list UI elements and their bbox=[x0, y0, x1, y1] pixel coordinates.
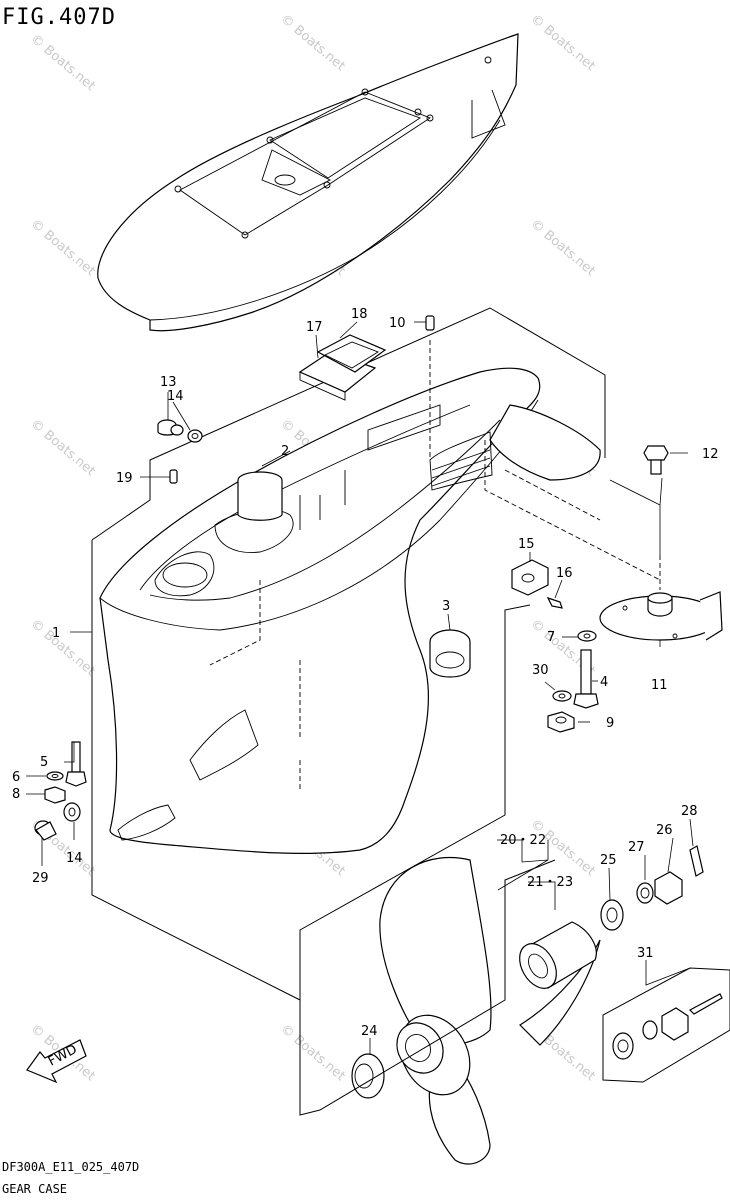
nut-8 bbox=[44, 786, 66, 804]
callout-11: 11 bbox=[651, 678, 668, 693]
bracket-15 bbox=[511, 559, 549, 596]
callout-5: 5 bbox=[40, 755, 48, 770]
kit-31 bbox=[602, 967, 730, 1083]
callout-31: 31 bbox=[637, 946, 654, 961]
washer-14 bbox=[187, 429, 203, 443]
callout-15: 15 bbox=[518, 537, 535, 552]
footer-code: DF300A_E11_025_407D bbox=[2, 1160, 139, 1174]
callout-14b: 14 bbox=[66, 851, 83, 866]
callout-21-23: 21・23 bbox=[527, 875, 573, 890]
callout-12: 12 bbox=[702, 447, 719, 462]
washer-14b bbox=[63, 802, 81, 822]
washer-7 bbox=[577, 630, 597, 642]
callout-2: 2 bbox=[281, 444, 289, 459]
callout-16: 16 bbox=[556, 566, 573, 581]
cotter-pin-28 bbox=[689, 845, 704, 877]
nut-26 bbox=[654, 871, 683, 905]
bushing-21-23 bbox=[519, 921, 597, 989]
watermark: © Boats.net bbox=[27, 217, 97, 279]
callout-29: 29 bbox=[32, 871, 49, 886]
plug-13 bbox=[157, 419, 184, 436]
watermark: © Boats.net bbox=[27, 32, 97, 94]
plate-18 bbox=[316, 334, 387, 373]
watermark: © Boats.net bbox=[27, 417, 97, 479]
watermark: © Boats.net bbox=[277, 12, 347, 74]
footer-name: GEAR CASE bbox=[2, 1182, 67, 1196]
watermark: © Boats.net bbox=[277, 1022, 347, 1084]
gear-case-body bbox=[99, 367, 601, 854]
callout-14a: 14 bbox=[167, 389, 184, 404]
callout-8: 8 bbox=[12, 787, 20, 802]
figure-title: FIG.407D bbox=[2, 5, 116, 30]
propeller-kit-frame bbox=[299, 859, 556, 1116]
washer-25 bbox=[600, 899, 624, 931]
callout-3: 3 bbox=[442, 599, 450, 614]
callout-25: 25 bbox=[600, 853, 617, 868]
hidden-line bbox=[484, 440, 661, 581]
washer-27 bbox=[636, 882, 654, 904]
callout-13: 13 bbox=[160, 375, 177, 390]
anode-11 bbox=[599, 591, 723, 641]
callout-9: 9 bbox=[606, 716, 614, 731]
watermark: © Boats.net bbox=[527, 12, 597, 74]
watermark: © Boats.net bbox=[527, 217, 597, 279]
callout-27: 27 bbox=[628, 840, 645, 855]
bolt-4 bbox=[573, 649, 599, 709]
bolt-12 bbox=[643, 445, 669, 475]
spacer-24 bbox=[351, 1053, 385, 1099]
callout-17: 17 bbox=[306, 320, 323, 335]
hidden-line bbox=[209, 580, 261, 666]
gear-case-assembly-frame bbox=[91, 540, 531, 1001]
callout-20-22: 20・22 bbox=[500, 833, 546, 848]
pin-10 bbox=[425, 315, 435, 331]
gear-case-top-cover bbox=[97, 33, 519, 332]
callout-1: 1 bbox=[52, 626, 60, 641]
callout-28: 28 bbox=[681, 804, 698, 819]
nut-9 bbox=[547, 711, 575, 733]
callout-4: 4 bbox=[600, 675, 608, 690]
plug-29 bbox=[34, 820, 57, 841]
washer-6 bbox=[46, 771, 64, 781]
bolt-16 bbox=[546, 596, 563, 609]
pin-19 bbox=[169, 469, 178, 484]
bolt-5 bbox=[65, 741, 87, 787]
callout-18: 18 bbox=[351, 307, 368, 322]
callout-19: 19 bbox=[116, 471, 133, 486]
bushing-3 bbox=[429, 629, 471, 678]
leader-lines bbox=[26, 321, 694, 1055]
callout-6: 6 bbox=[12, 770, 20, 785]
callout-7: 7 bbox=[547, 630, 555, 645]
callout-10: 10 bbox=[389, 316, 406, 331]
watermark: © Boats.net bbox=[27, 617, 97, 679]
washer-30 bbox=[552, 690, 572, 702]
hidden-line bbox=[504, 469, 601, 521]
callout-30: 30 bbox=[532, 663, 549, 678]
propeller bbox=[379, 856, 601, 1165]
callout-labels: 1 2 3 4 5 6 7 8 9 10 11 12 13 14 14 15 1… bbox=[12, 307, 719, 1039]
callout-26: 26 bbox=[656, 823, 673, 838]
callout-24: 24 bbox=[361, 1024, 378, 1039]
